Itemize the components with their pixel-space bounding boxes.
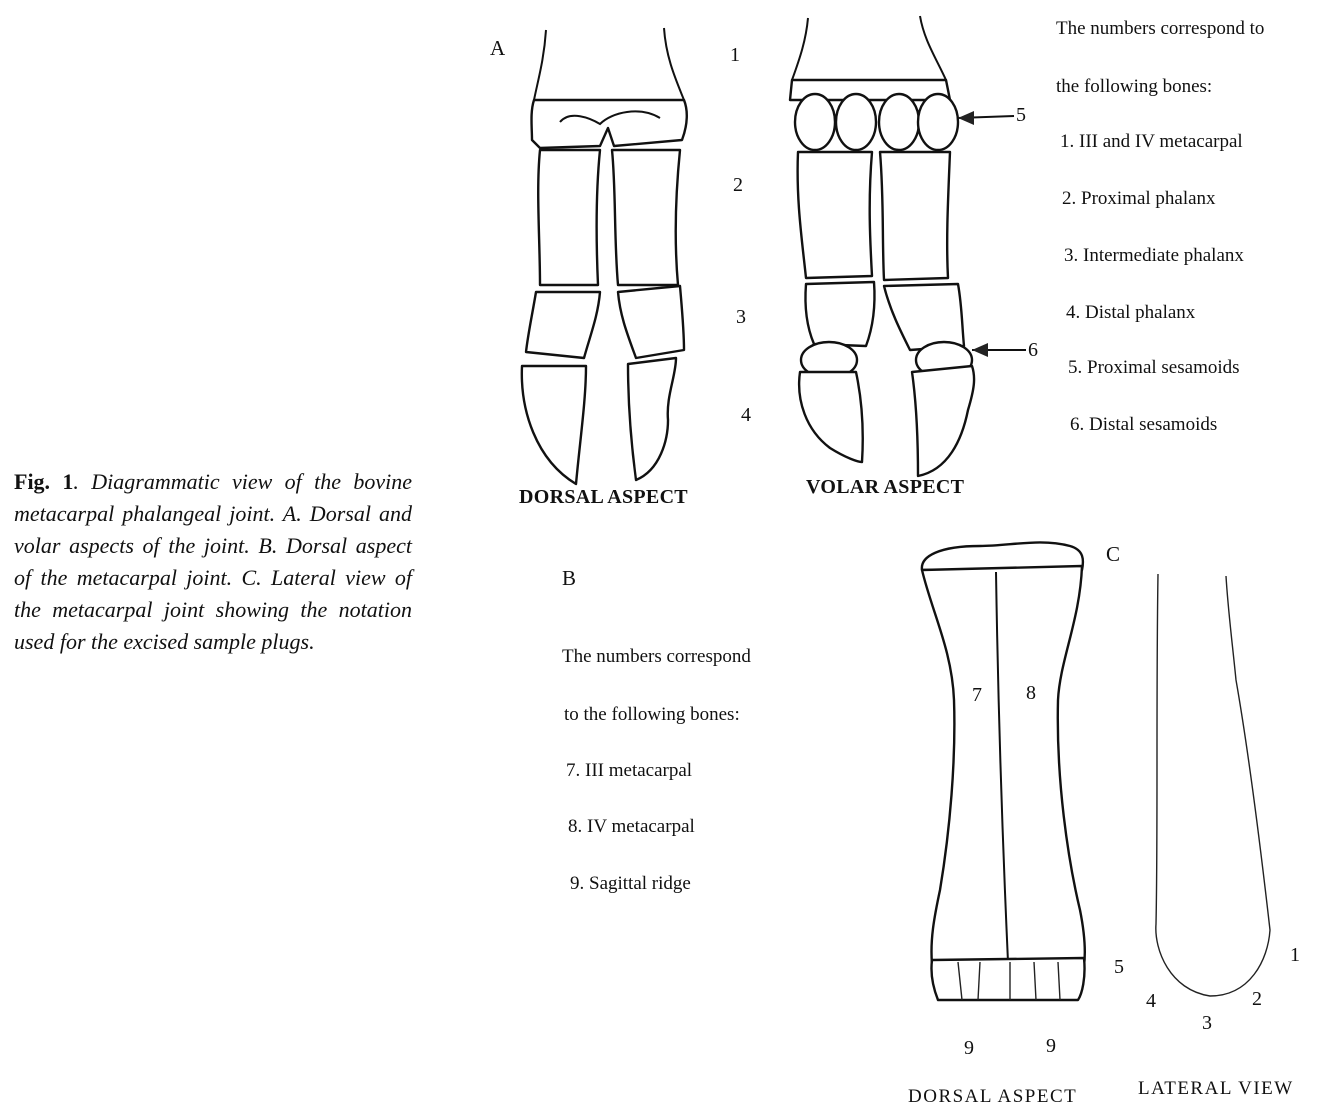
- metacarpal-shaft-left-edge: [534, 30, 546, 100]
- arrow-5-head: [958, 111, 974, 125]
- dorsal-distal-phalanx-right: [628, 358, 676, 480]
- metacarpal-condyles: [532, 100, 687, 148]
- panel-a-legend-item: 4. Distal phalanx: [1066, 302, 1195, 324]
- arrow-6-head: [972, 343, 988, 357]
- panel-a-number-1: 1: [730, 44, 740, 67]
- panel-b-legend-item: 7. III metacarpal: [566, 760, 692, 782]
- panel-b-legend-intro-1: The numbers correspond: [562, 646, 751, 668]
- dorsal-distal-phalanx-left: [522, 366, 586, 484]
- lateral-number-4: 4: [1146, 990, 1156, 1013]
- proximal-sesamoid-1: [795, 94, 835, 150]
- side-label-5: 5: [1114, 956, 1124, 979]
- dorsal-proximal-phalanx-right: [612, 150, 680, 285]
- bone-label-7: 7: [972, 684, 982, 707]
- bone-label-8: 8: [1026, 682, 1036, 705]
- volar-intermediate-phalanx-right: [884, 284, 964, 350]
- volar-distal-phalanx-right: [912, 366, 974, 476]
- ridge-label-right: 9: [1046, 1035, 1056, 1058]
- panel-a-label: A: [490, 36, 505, 61]
- panel-b-legend-item: 8. IV metacarpal: [568, 816, 695, 838]
- panel-a-number-3: 3: [736, 306, 746, 329]
- panel-a-number-4: 4: [741, 404, 751, 427]
- metacarpal-distal-condyles: [931, 958, 1084, 1000]
- lateral-number-2: 2: [1252, 988, 1262, 1011]
- arrow-label-6: 6: [1028, 339, 1038, 362]
- volar-aspect-drawing: [790, 16, 1026, 476]
- panel-c-label: C: [1106, 542, 1120, 567]
- ridge-label-left: 9: [964, 1037, 974, 1060]
- dorsal-intermediate-phalanx-right: [618, 286, 684, 358]
- volar-proximal-phalanx-right: [880, 152, 950, 280]
- metacarpal-dorsal-drawing: [922, 542, 1085, 1000]
- lateral-view-drawing: [1156, 574, 1270, 996]
- dorsal-proximal-phalanx-left: [538, 150, 600, 285]
- volar-shaft-left-edge: [792, 18, 808, 80]
- dorsal-aspect-caption: DORSAL ASPECT: [519, 486, 688, 509]
- dorsal-aspect-drawing: [522, 28, 687, 484]
- panel-b-legend-intro-2: to the following bones:: [564, 704, 740, 726]
- proximal-sesamoid-4: [918, 94, 958, 150]
- panel-b-label: B: [562, 566, 576, 591]
- panel-a-legend-intro-2: the following bones:: [1056, 76, 1212, 98]
- panel-a-legend-item: 1. III and IV metacarpal: [1060, 131, 1243, 153]
- panel-a-number-2: 2: [733, 174, 743, 197]
- panel-a-legend-item: 2. Proximal phalanx: [1062, 188, 1216, 210]
- arrow-label-5: 5: [1016, 104, 1026, 127]
- panel-a-legend-item: 3. Intermediate phalanx: [1064, 245, 1244, 267]
- lateral-outline: [1156, 574, 1270, 996]
- panel-a-legend-intro-1: The numbers correspond to: [1056, 18, 1264, 40]
- metacarpal-shaft: [922, 566, 1085, 966]
- volar-aspect-caption: VOLAR ASPECT: [806, 476, 964, 499]
- panel-a-legend-item: 5. Proximal sesamoids: [1068, 357, 1240, 379]
- proximal-sesamoid-3: [879, 94, 919, 150]
- lateral-view-caption: LATERAL VIEW: [1138, 1078, 1294, 1100]
- panel-b-legend-item: 9. Sagittal ridge: [570, 873, 691, 895]
- lateral-number-1: 1: [1290, 944, 1300, 967]
- lateral-number-3: 3: [1202, 1012, 1212, 1035]
- volar-proximal-phalanx-left: [798, 152, 872, 278]
- volar-shaft-right-edge: [920, 16, 946, 80]
- metacarpal-shaft-right-edge: [664, 28, 684, 100]
- proximal-sesamoid-2: [836, 94, 876, 150]
- panel-a-legend-item: 6. Distal sesamoids: [1070, 414, 1217, 436]
- metacarpal-dorsal-caption: DORSAL ASPECT: [908, 1086, 1077, 1108]
- dorsal-intermediate-phalanx-left: [526, 292, 600, 358]
- volar-distal-phalanx-left: [799, 372, 863, 462]
- volar-intermediate-phalanx-left: [805, 282, 874, 346]
